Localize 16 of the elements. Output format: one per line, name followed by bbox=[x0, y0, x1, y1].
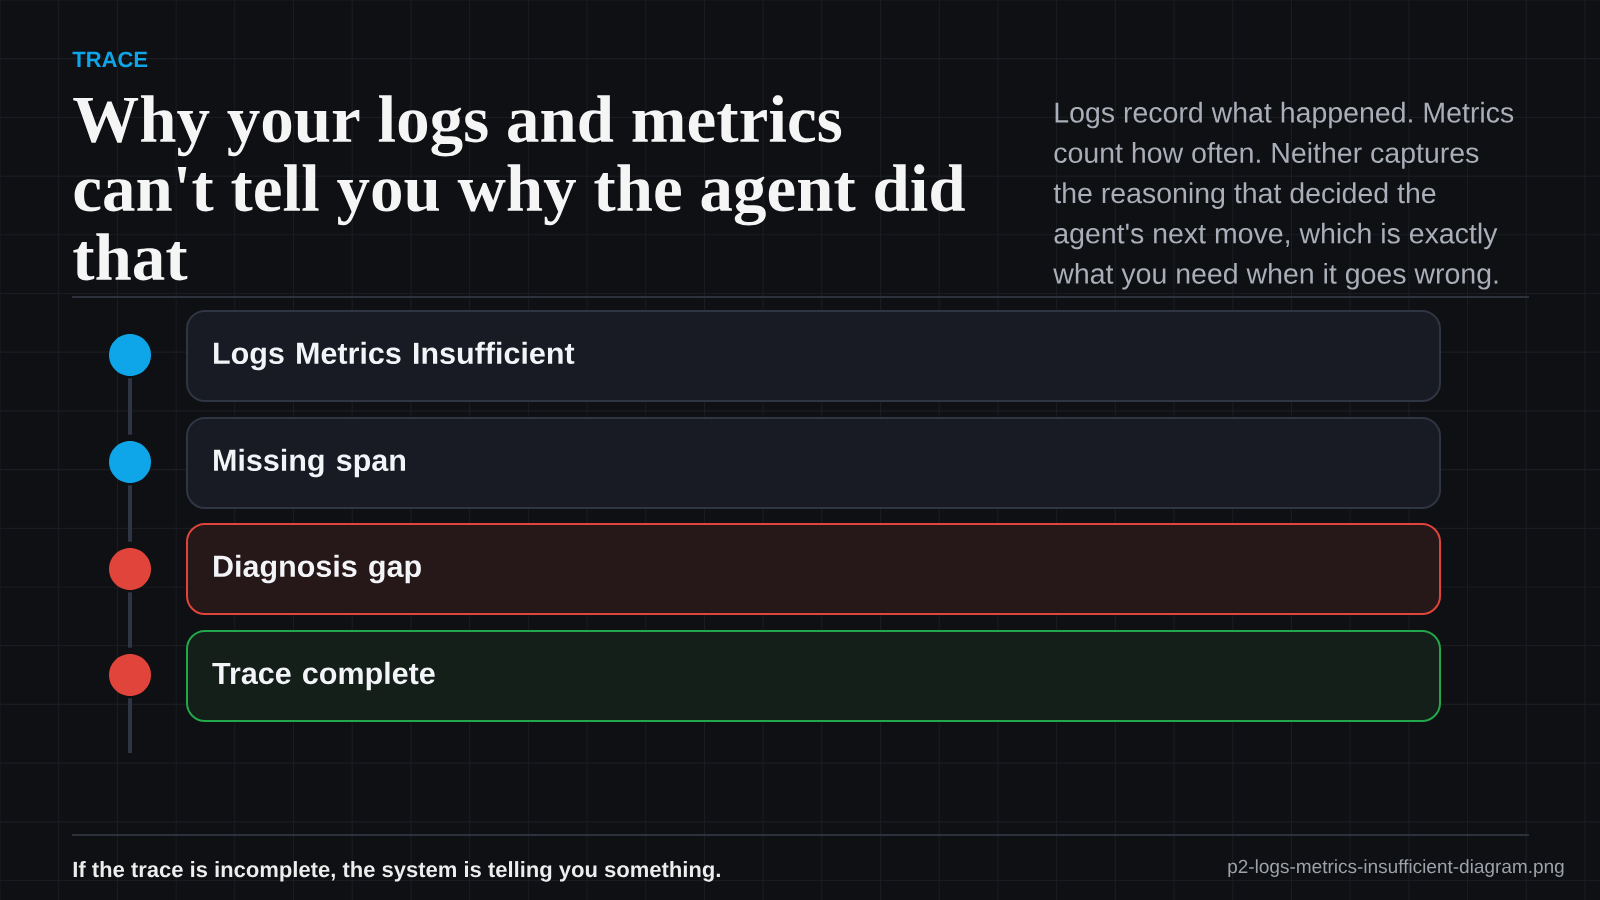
timeline-dot bbox=[109, 334, 151, 376]
title: Why your logs and metrics can't tell you why the agent did that bbox=[73, 95, 965, 281]
stage-box: Logs Metrics Insufficient bbox=[186, 310, 1441, 402]
timeline-dot bbox=[109, 654, 151, 696]
footer-text: If the trace is incomplete, the system is telling you something. bbox=[73, 861, 720, 882]
file-name: p2-logs-metrics-insufficient-diagram.png bbox=[1228, 859, 1564, 877]
stage-box: Trace complete bbox=[186, 630, 1441, 722]
timeline-dot bbox=[109, 548, 151, 590]
timeline-line bbox=[128, 592, 132, 648]
timeline-line bbox=[128, 485, 132, 542]
timeline-line bbox=[128, 698, 132, 753]
stage-box: Diagnosis gap bbox=[186, 523, 1441, 615]
timeline-dot bbox=[109, 441, 151, 483]
timeline-line bbox=[128, 378, 132, 435]
eyebrow-label: TRACE bbox=[72, 51, 148, 68]
stage-box: Missing span bbox=[186, 417, 1441, 509]
